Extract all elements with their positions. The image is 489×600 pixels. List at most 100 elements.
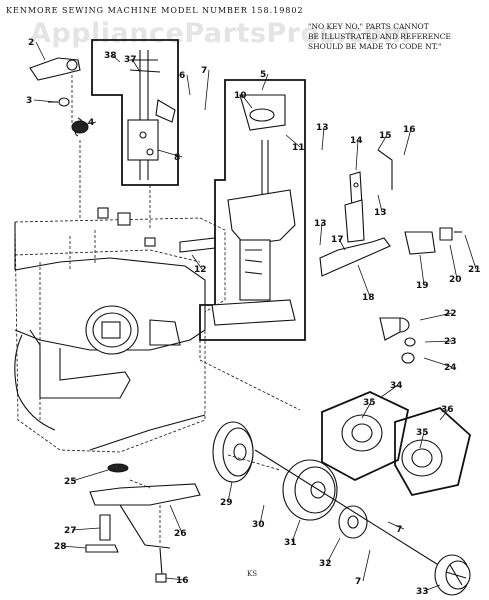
presser-bar-frame (199, 79, 306, 341)
callout-c12: 12 (194, 265, 207, 275)
leader-line-c37 (131, 58, 141, 73)
leader-line-c20 (449, 244, 458, 280)
callout-c38: 38 (104, 51, 117, 61)
callout-c27: 27 (64, 526, 77, 536)
leader-line-c10 (241, 94, 253, 109)
leader-line-c14 (355, 139, 359, 171)
machine-body-outline (14, 207, 226, 453)
leader-line-c17 (338, 238, 346, 251)
callout-c6: 6 (179, 71, 185, 81)
callout-c3: 3 (26, 96, 32, 106)
leader-line-c31 (291, 519, 301, 543)
leader-line-c38 (111, 54, 121, 63)
callout-c13c: 13 (314, 219, 327, 229)
callout-c16b: 16 (176, 576, 189, 586)
leader-line-c19 (419, 254, 425, 286)
leader-line-c29 (227, 481, 233, 503)
leader-line-c16b (165, 577, 185, 581)
callout-c31: 31 (284, 538, 297, 548)
callout-c17: 17 (331, 235, 344, 245)
reference-note: "NO KEY NO." PARTS CANNOT BE ILLUSTRATED… (308, 22, 451, 51)
callout-c32: 32 (319, 559, 332, 569)
leader-line-c7c (362, 549, 371, 582)
callout-c2: 2 (28, 38, 34, 48)
callout-c7c: 7 (355, 577, 361, 587)
hook-window (85, 305, 139, 355)
callout-c35a: 35 (363, 398, 376, 408)
callout-c20: 20 (449, 275, 462, 285)
callout-c15: 15 (379, 131, 392, 141)
callout-c21: 21 (468, 265, 481, 275)
callout-c18: 18 (362, 293, 375, 303)
diagram-title: KENMORE SEWING MACHINE MODEL NUMBER 158.… (6, 6, 304, 15)
watermark: AppliancePartsPros.com (30, 18, 412, 49)
callout-c24: 24 (444, 363, 457, 373)
leader-line-c18 (357, 264, 371, 298)
callout-c23: 23 (444, 337, 457, 347)
needle-bar-frame (91, 39, 179, 186)
leader-lines (33, 41, 477, 592)
callout-c13b: 13 (374, 208, 387, 218)
callout-c10: 10 (234, 91, 247, 101)
leader-line-c7a (204, 69, 210, 111)
callout-c33: 33 (416, 587, 429, 597)
leader-line-c28 (61, 545, 87, 549)
callout-c11: 11 (292, 143, 305, 153)
callout-c13a: 13 (316, 123, 329, 133)
leader-line-c27 (71, 527, 101, 531)
cam-stack-boxes (321, 391, 472, 497)
leader-line-c33 (423, 584, 441, 592)
leader-line-c7b (387, 521, 405, 530)
feed-regulator-parts (319, 149, 462, 277)
leader-line-c26 (169, 504, 183, 534)
callout-c5: 5 (260, 70, 266, 80)
callout-c37: 37 (124, 55, 137, 65)
leader-line-c11 (285, 134, 301, 148)
leader-line-c25 (71, 469, 109, 482)
leader-line-c35b (419, 431, 425, 449)
callout-c8: 8 (174, 153, 180, 163)
callout-c30: 30 (252, 520, 265, 530)
leader-line-c30 (259, 504, 265, 525)
leader-line-c24 (423, 357, 453, 368)
assembly-guide-lines (71, 75, 301, 545)
thread-take-up-parts (29, 57, 89, 137)
callout-c35b: 35 (416, 428, 429, 438)
leader-line-c4 (81, 121, 97, 126)
callout-c7a: 7 (201, 66, 207, 76)
callout-c29: 29 (220, 498, 233, 508)
drive-cam-assembly (212, 421, 471, 596)
callout-c16a: 16 (403, 125, 416, 135)
leader-line-c3 (33, 99, 56, 103)
leader-line-c13c (319, 222, 323, 246)
leader-line-c22 (419, 312, 453, 321)
leader-line-c15 (377, 134, 388, 151)
callout-c28: 28 (54, 542, 67, 552)
callout-c25: 25 (64, 477, 77, 487)
feed-dog-parts (85, 463, 201, 583)
callout-c22: 22 (444, 309, 457, 319)
thread-tension-part (379, 317, 416, 364)
callout-c26: 26 (174, 529, 187, 539)
callout-c36: 36 (441, 405, 454, 415)
leader-line-c21 (464, 234, 477, 270)
leader-line-c34 (379, 384, 399, 399)
footer-code: KS (247, 570, 258, 578)
leader-line-c23 (424, 340, 453, 343)
callout-c14: 14 (350, 136, 363, 146)
leader-line-c5 (261, 73, 269, 91)
leader-line-c35a (361, 401, 372, 419)
leader-line-c12 (191, 254, 203, 270)
leader-line-c36 (439, 408, 450, 421)
leader-line-c8 (157, 149, 183, 158)
leader-line-c32 (326, 537, 341, 564)
leader-line-c13a (321, 126, 325, 151)
leader-line-c16a (403, 128, 412, 156)
callout-c19: 19 (416, 281, 429, 291)
callout-c7b: 7 (396, 525, 402, 535)
leader-line-c2 (35, 41, 46, 61)
leader-line-c13b (377, 194, 383, 213)
leader-line-c6 (186, 74, 191, 96)
